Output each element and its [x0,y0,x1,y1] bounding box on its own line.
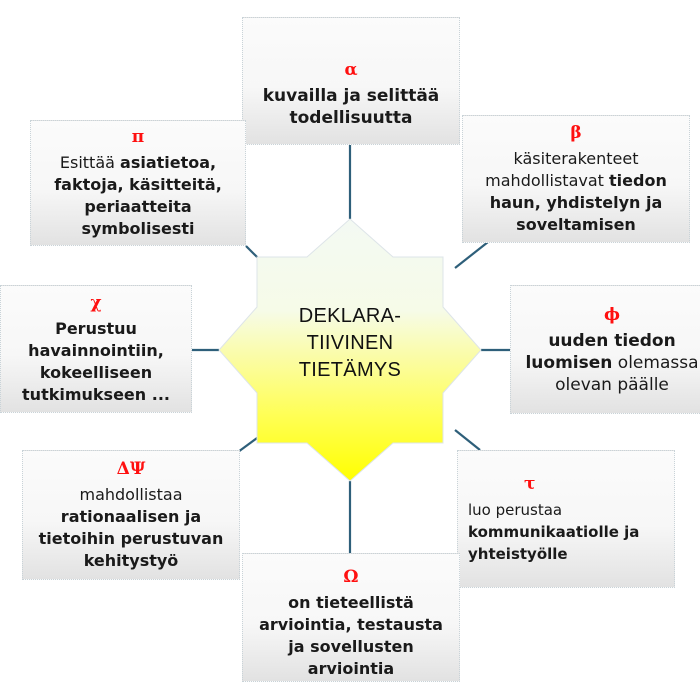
central-star-shape [218,218,482,482]
node-chi-text: Perustuu havainnointiin, kokeelliseen tu… [22,319,170,404]
node-tau: τ luo perustaa kommunikaatiolle ja yhtei… [457,450,675,588]
omega-symbol: Ω [343,566,359,587]
chi-symbol: χ [90,293,102,313]
node-alpha: α kuvailla ja selittää todellisuutta [242,17,460,145]
node-pi: π Esittää asiatietoa, faktoja, käsitteit… [30,120,246,246]
node-phi-text: uuden tiedon luomisen olemassa olevan pä… [525,330,699,395]
node-beta: β käsiterakenteet mahdollistavat tiedon … [462,115,690,243]
node-beta-text: käsiterakenteet mahdollistavat tiedon ha… [485,149,667,234]
tau-symbol: τ [524,474,536,494]
node-chi: χ Perustuu havainnointiin, kokeelliseen … [0,285,192,413]
alpha-symbol: α [344,60,358,80]
central-title: DEKLARA- TIIVINEN TIETÄMYS [298,305,402,381]
node-delta-psi-text: mahdollistaa rationaalisen ja tietoihin … [38,485,224,570]
node-delta-psi: ΔΨ mahdollistaa rationaalisen ja tietoih… [22,450,240,580]
node-omega: Ω on tieteellistä arviointia, testausta … [242,553,460,682]
node-omega-text: on tieteellistä arviointia, testausta ja… [259,592,443,678]
node-phi: ϕ uuden tiedon luomisen olemassa olevan … [510,285,700,414]
node-pi-text: Esittää asiatietoa, faktoja, käsitteitä,… [54,153,222,238]
pi-symbol: π [131,127,145,147]
node-tau-text: luo perustaa kommunikaatiolle ja yhteist… [468,501,640,563]
phi-symbol: ϕ [603,304,620,325]
beta-symbol: β [570,123,582,143]
delta-psi-symbol: ΔΨ [116,459,146,479]
node-alpha-text: kuvailla ja selittää todellisuutta [262,86,440,128]
